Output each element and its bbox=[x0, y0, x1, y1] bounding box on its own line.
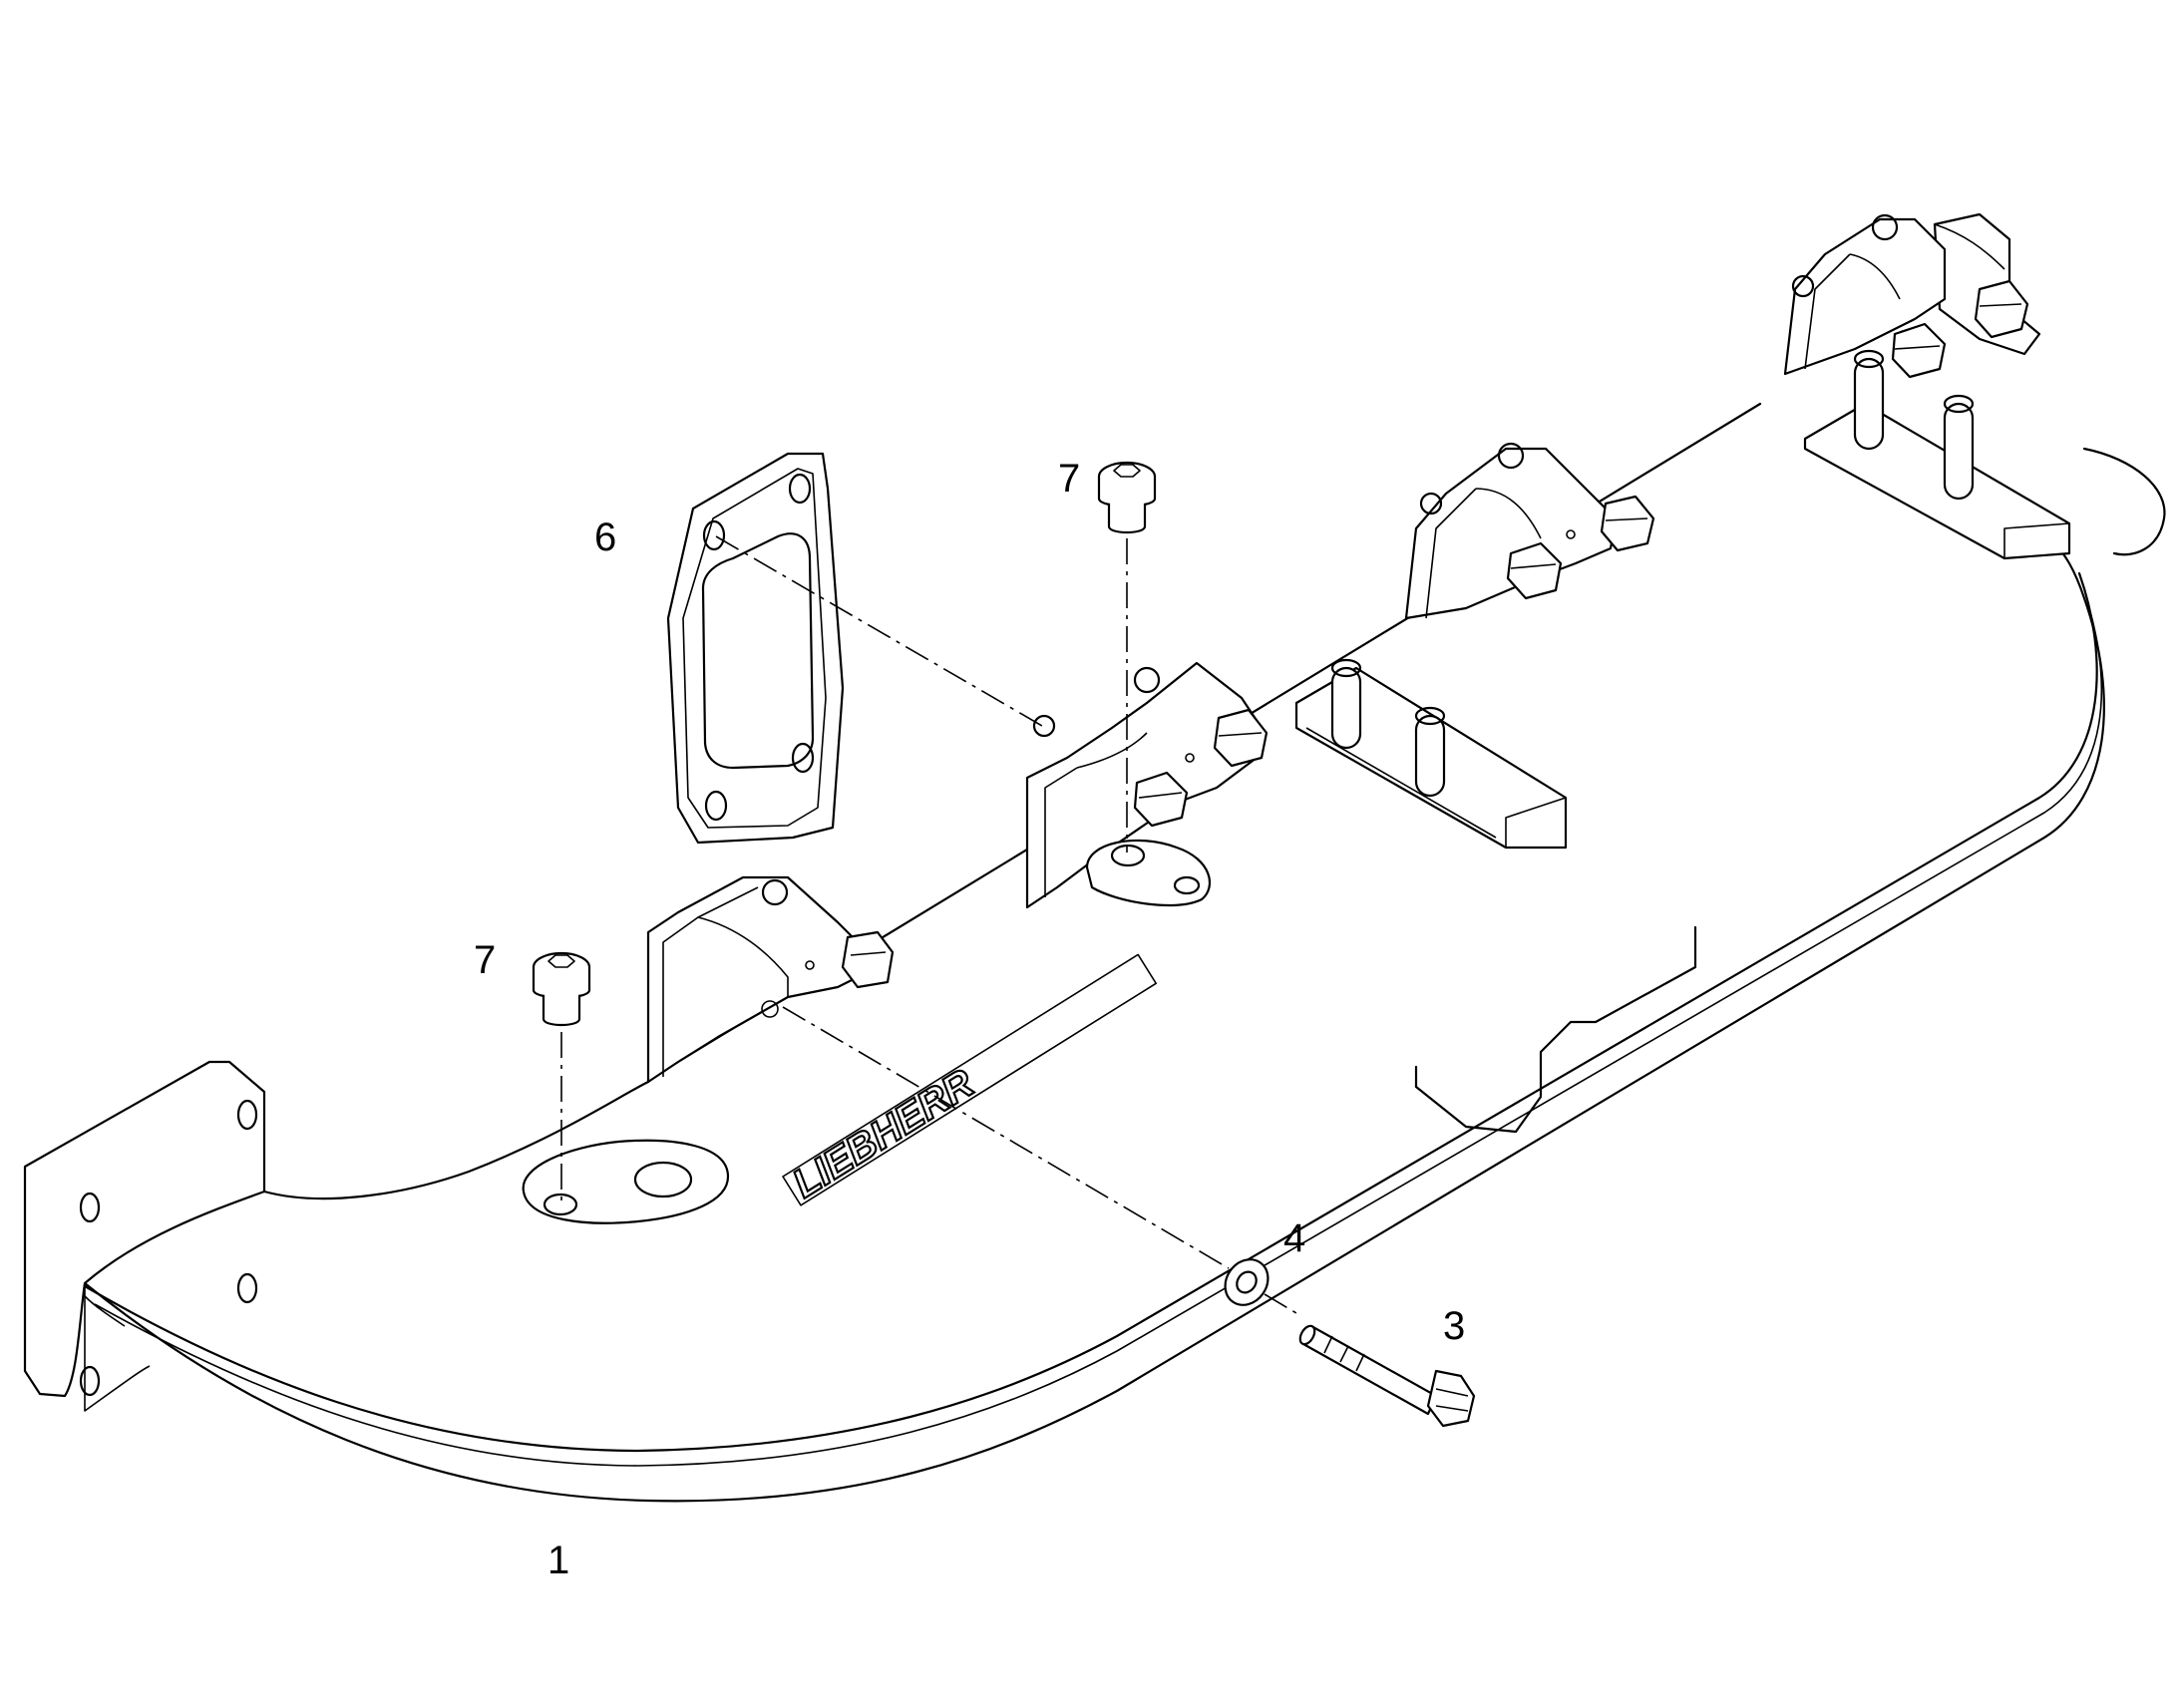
gasket-part-6 bbox=[666, 452, 845, 845]
callout-part-1: 1 bbox=[547, 1538, 570, 1582]
callout-part-7-upper: 7 bbox=[1058, 457, 1081, 501]
manufacturer-logo: LIEBHERR bbox=[782, 953, 1157, 1207]
callout-part-3: 3 bbox=[1443, 1304, 1466, 1348]
detail-marks bbox=[761, 529, 1576, 1018]
bolt-part-3 bbox=[1298, 1324, 1476, 1428]
washer-part-4 bbox=[1224, 1258, 1270, 1306]
callout-part-7-lower: 7 bbox=[474, 938, 497, 982]
mounting-lugs bbox=[522, 839, 1211, 1224]
svg-text:LIEBHERR: LIEBHERR bbox=[785, 1061, 981, 1206]
assembly-leader-lines bbox=[560, 535, 1302, 1317]
callout-part-6: 6 bbox=[594, 515, 617, 559]
port-blocks bbox=[646, 213, 2029, 1084]
callout-part-4: 4 bbox=[1283, 1216, 1306, 1260]
screw-plug-part-7-lower bbox=[532, 951, 591, 1027]
screw-plug-part-7-upper bbox=[1097, 461, 1157, 534]
stud-pads bbox=[1294, 349, 2071, 850]
